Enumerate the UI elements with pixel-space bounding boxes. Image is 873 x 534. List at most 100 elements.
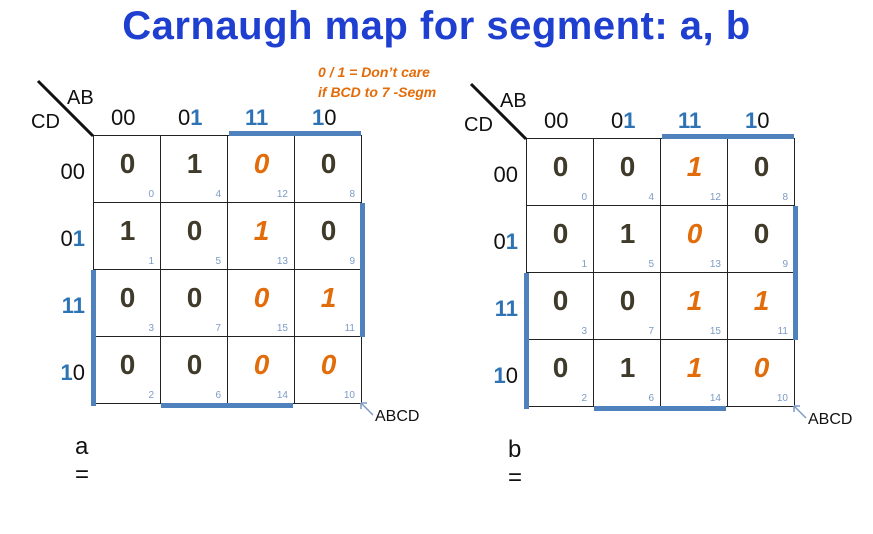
minterm-index: 10 <box>776 393 788 404</box>
minterm-index: 5 <box>215 256 221 267</box>
cell-value: 0 <box>753 151 770 182</box>
minterm-index: 10 <box>343 390 355 401</box>
minterm-index: 15 <box>709 326 721 337</box>
corner-diagonal <box>36 79 95 138</box>
cell-value: 1 <box>686 285 703 316</box>
cell-value: 1 <box>320 282 337 313</box>
axis-label-cd: CD <box>464 114 493 136</box>
boolean-expression: b = <box>508 436 523 491</box>
column-header: 01 <box>178 105 203 130</box>
minterm-index: 3 <box>148 323 154 334</box>
minterm-index: 2 <box>581 393 587 404</box>
cell-value: 0 <box>320 349 337 380</box>
row-header: 11 <box>494 296 518 321</box>
cell-value: 1 <box>186 148 203 179</box>
adjacency-bar <box>662 134 794 139</box>
column-header: 10 <box>312 105 337 130</box>
minterm-index: 12 <box>276 189 288 200</box>
cell-value: 0 <box>552 218 569 249</box>
cell-value: 0 <box>753 218 770 249</box>
cell-value: 0 <box>119 148 136 179</box>
abcd-pointer-arrow <box>793 405 807 419</box>
kmap-cell: 1 14 <box>660 339 728 407</box>
minterm-index: 7 <box>215 323 221 334</box>
cell-value: 0 <box>552 352 569 383</box>
row-header: 10 <box>493 363 519 388</box>
axis-label-ab: AB <box>500 90 527 112</box>
adjacency-bar <box>229 131 361 136</box>
corner-diagonal <box>469 82 528 141</box>
cell-value: 0 <box>619 151 636 182</box>
row-header: 01 <box>493 229 519 254</box>
minterm-index: 14 <box>709 393 721 404</box>
abcd-label: ABCD <box>808 411 853 428</box>
row-header: 11 <box>61 293 85 318</box>
minterm-index: 3 <box>581 326 587 337</box>
minterm-index: 11 <box>777 326 788 337</box>
adjacency-bar <box>793 206 798 340</box>
cell-value: 0 <box>686 218 703 249</box>
column-header: 01 <box>611 108 636 133</box>
cell-value: 0 <box>753 352 770 383</box>
minterm-index: 6 <box>648 393 654 404</box>
cell-value: 1 <box>119 215 136 246</box>
cell-value: 0 <box>320 148 337 179</box>
axis-label-cd: CD <box>31 111 60 133</box>
cell-value: 1 <box>686 151 703 182</box>
cell-value: 0 <box>552 151 569 182</box>
cell-value: 0 <box>119 282 136 313</box>
adjacency-bar <box>161 403 293 408</box>
cell-value: 0 <box>253 282 270 313</box>
minterm-index: 13 <box>276 256 288 267</box>
minterm-index: 4 <box>648 192 654 203</box>
abcd-pointer-arrow <box>360 402 374 416</box>
minterm-index: 13 <box>709 259 721 270</box>
page-title: Carnaugh map for segment: a, b <box>122 4 751 48</box>
column-header: 10 <box>745 108 770 133</box>
cell-value: 0 <box>253 349 270 380</box>
minterm-index: 6 <box>215 390 221 401</box>
minterm-index: 11 <box>344 323 355 334</box>
cell-value: 0 <box>253 148 270 179</box>
kmap-cell: 0 10 <box>294 336 362 404</box>
adjacency-bar <box>524 273 529 409</box>
cell-value: 1 <box>686 352 703 383</box>
cell-value: 0 <box>186 282 203 313</box>
cell-value: 0 <box>186 215 203 246</box>
kmap-cell: 1 12 <box>660 138 728 206</box>
cell-value: 0 <box>186 349 203 380</box>
row-header: 01 <box>60 226 86 251</box>
minterm-index: 9 <box>782 259 788 270</box>
kmap-cell: 1 15 <box>660 272 728 340</box>
minterm-index: 15 <box>276 323 288 334</box>
dont-care-note: 0 / 1 = Don’t care if BCD to 7 -Segm <box>318 62 478 102</box>
adjacency-bar <box>91 270 96 406</box>
minterm-index: 1 <box>581 259 587 270</box>
minterm-index: 12 <box>709 192 721 203</box>
minterm-index: 8 <box>782 192 788 203</box>
note-line-1: 0 / 1 = Don’t care <box>318 64 430 80</box>
kmap-cell: 0 13 <box>660 205 728 273</box>
adjacency-bar <box>594 406 726 411</box>
minterm-index: 4 <box>215 189 221 200</box>
